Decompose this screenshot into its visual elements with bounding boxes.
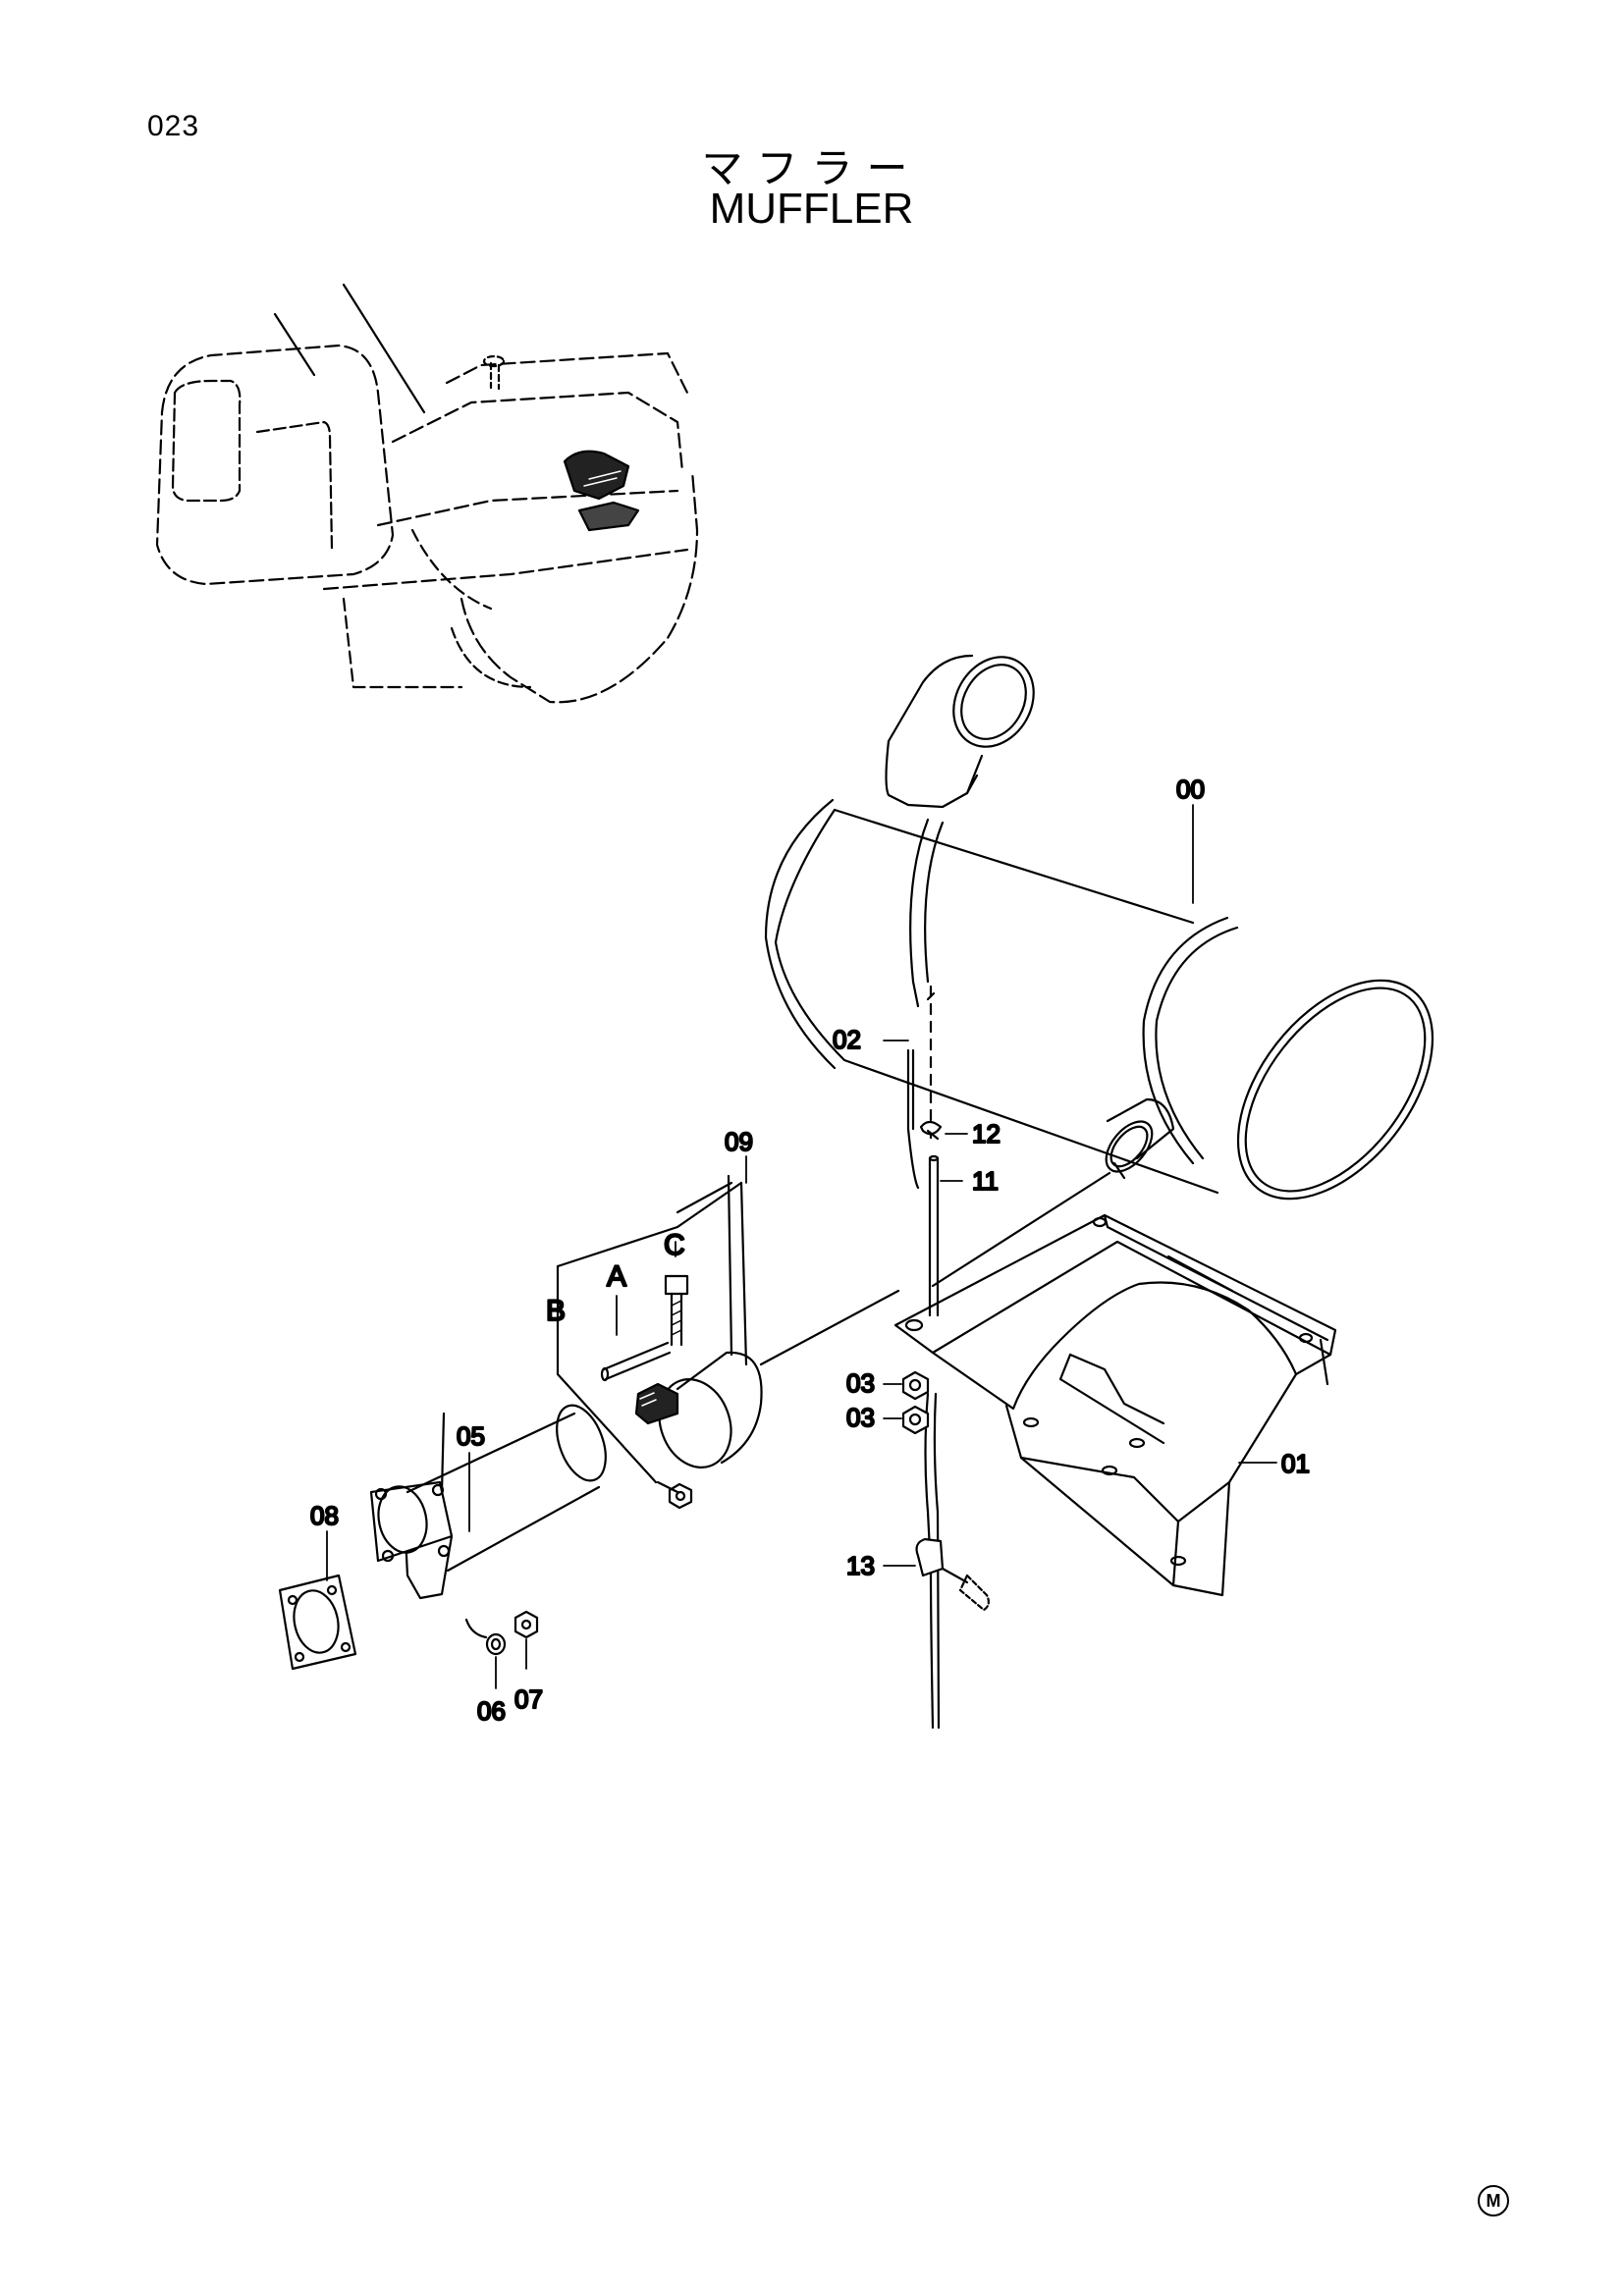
callout-07: 07 — [514, 1684, 543, 1714]
page-number: 023 — [147, 110, 200, 142]
support-rod — [924, 1154, 941, 1730]
callout-01: 01 — [1281, 1449, 1310, 1478]
page-title-english: MUFFLER — [709, 185, 914, 233]
excavator-location-inset — [155, 283, 699, 704]
kit-letter-c: C — [664, 1229, 685, 1261]
muffler-outlet-pipe — [885, 654, 1035, 809]
kit-letter-b: B — [546, 1295, 566, 1327]
hex-nut — [514, 1610, 539, 1639]
muffler-bracket — [893, 1213, 1337, 1597]
muffler-body — [764, 798, 1434, 1201]
page-title-japanese: マフラー — [701, 144, 922, 192]
tail-pipe — [369, 1404, 607, 1600]
gasket — [278, 1574, 357, 1671]
callout-06: 06 — [477, 1696, 506, 1726]
callout-09: 09 — [725, 1127, 753, 1156]
callout-03-upper: 03 — [846, 1368, 875, 1398]
callout-13: 13 — [846, 1551, 875, 1580]
muffler-stay-band — [906, 985, 936, 1190]
callout-05: 05 — [457, 1421, 485, 1451]
nut-03-upper — [901, 1370, 930, 1401]
callout-03-lower: 03 — [846, 1403, 875, 1432]
hose-clip — [919, 1120, 943, 1141]
callout-08: 08 — [310, 1501, 339, 1530]
callout-00: 00 — [1176, 774, 1205, 804]
rod-clamp — [915, 1537, 991, 1612]
callout-leaders — [326, 804, 1277, 1689]
kit-letter-a: A — [607, 1260, 626, 1293]
callout-02: 02 — [833, 1025, 861, 1054]
clamp-kit — [556, 1171, 1111, 1510]
nut-03-lower — [901, 1405, 930, 1435]
callout-12: 12 — [972, 1119, 1001, 1148]
callout-11: 11 — [972, 1166, 999, 1196]
lock-washer — [464, 1618, 507, 1656]
muffler-inlet-pipe — [1105, 1097, 1175, 1180]
circled-m-mark: M — [1478, 2185, 1509, 2216]
